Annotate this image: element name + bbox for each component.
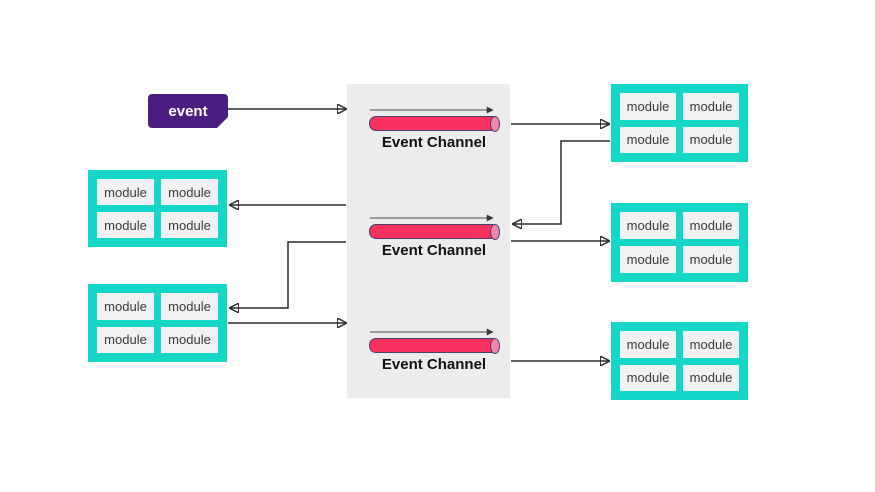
event-channel-1: Event Channel xyxy=(369,105,500,152)
module-cell: module xyxy=(97,179,154,205)
channel-flow-arrow xyxy=(370,106,494,114)
module-cell: module xyxy=(683,93,739,120)
event-channel-2: Event Channel xyxy=(369,213,500,260)
module-cell: module xyxy=(161,212,218,238)
module-cell: module xyxy=(620,246,676,273)
module-cell: module xyxy=(620,212,676,239)
event-label: event xyxy=(168,102,208,120)
module-cell: module xyxy=(620,364,676,391)
module-cell: module xyxy=(683,364,739,391)
module-cell: module xyxy=(620,93,676,120)
channel-cylinder xyxy=(369,223,500,240)
module-cell: module xyxy=(683,331,739,358)
arrow-channel-2-to-left-bottom xyxy=(230,241,346,308)
channel-flow-arrow xyxy=(370,214,494,222)
event-channel-3: Event Channel xyxy=(369,327,500,374)
module-cell: module xyxy=(97,293,154,320)
channel-flow-arrow xyxy=(370,328,494,336)
module-cell: module xyxy=(683,246,739,273)
channel-label: Event Channel xyxy=(381,134,487,151)
module-cell: module xyxy=(161,179,218,205)
channel-cylinder xyxy=(369,115,500,132)
module-cell: module xyxy=(97,326,154,353)
channel-label: Event Channel xyxy=(381,356,487,373)
module-cell: module xyxy=(683,212,739,239)
module-group-right-middle: module module module module xyxy=(611,203,748,282)
module-cell: module xyxy=(161,326,218,353)
event-box: event xyxy=(148,94,228,128)
channel-label: Event Channel xyxy=(381,242,487,259)
module-group-left-bottom: module module module module xyxy=(88,284,227,362)
module-group-left-top: module module module module xyxy=(88,170,227,247)
module-group-right-bottom: module module module module xyxy=(611,322,748,400)
module-group-right-top: module module module module xyxy=(611,84,748,162)
module-cell: module xyxy=(97,212,154,238)
channel-cylinder xyxy=(369,337,500,354)
module-cell: module xyxy=(620,331,676,358)
arrow-right-top-to-channel-2 xyxy=(513,140,610,224)
module-cell: module xyxy=(620,126,676,153)
module-cell: module xyxy=(161,293,218,320)
module-cell: module xyxy=(683,126,739,153)
